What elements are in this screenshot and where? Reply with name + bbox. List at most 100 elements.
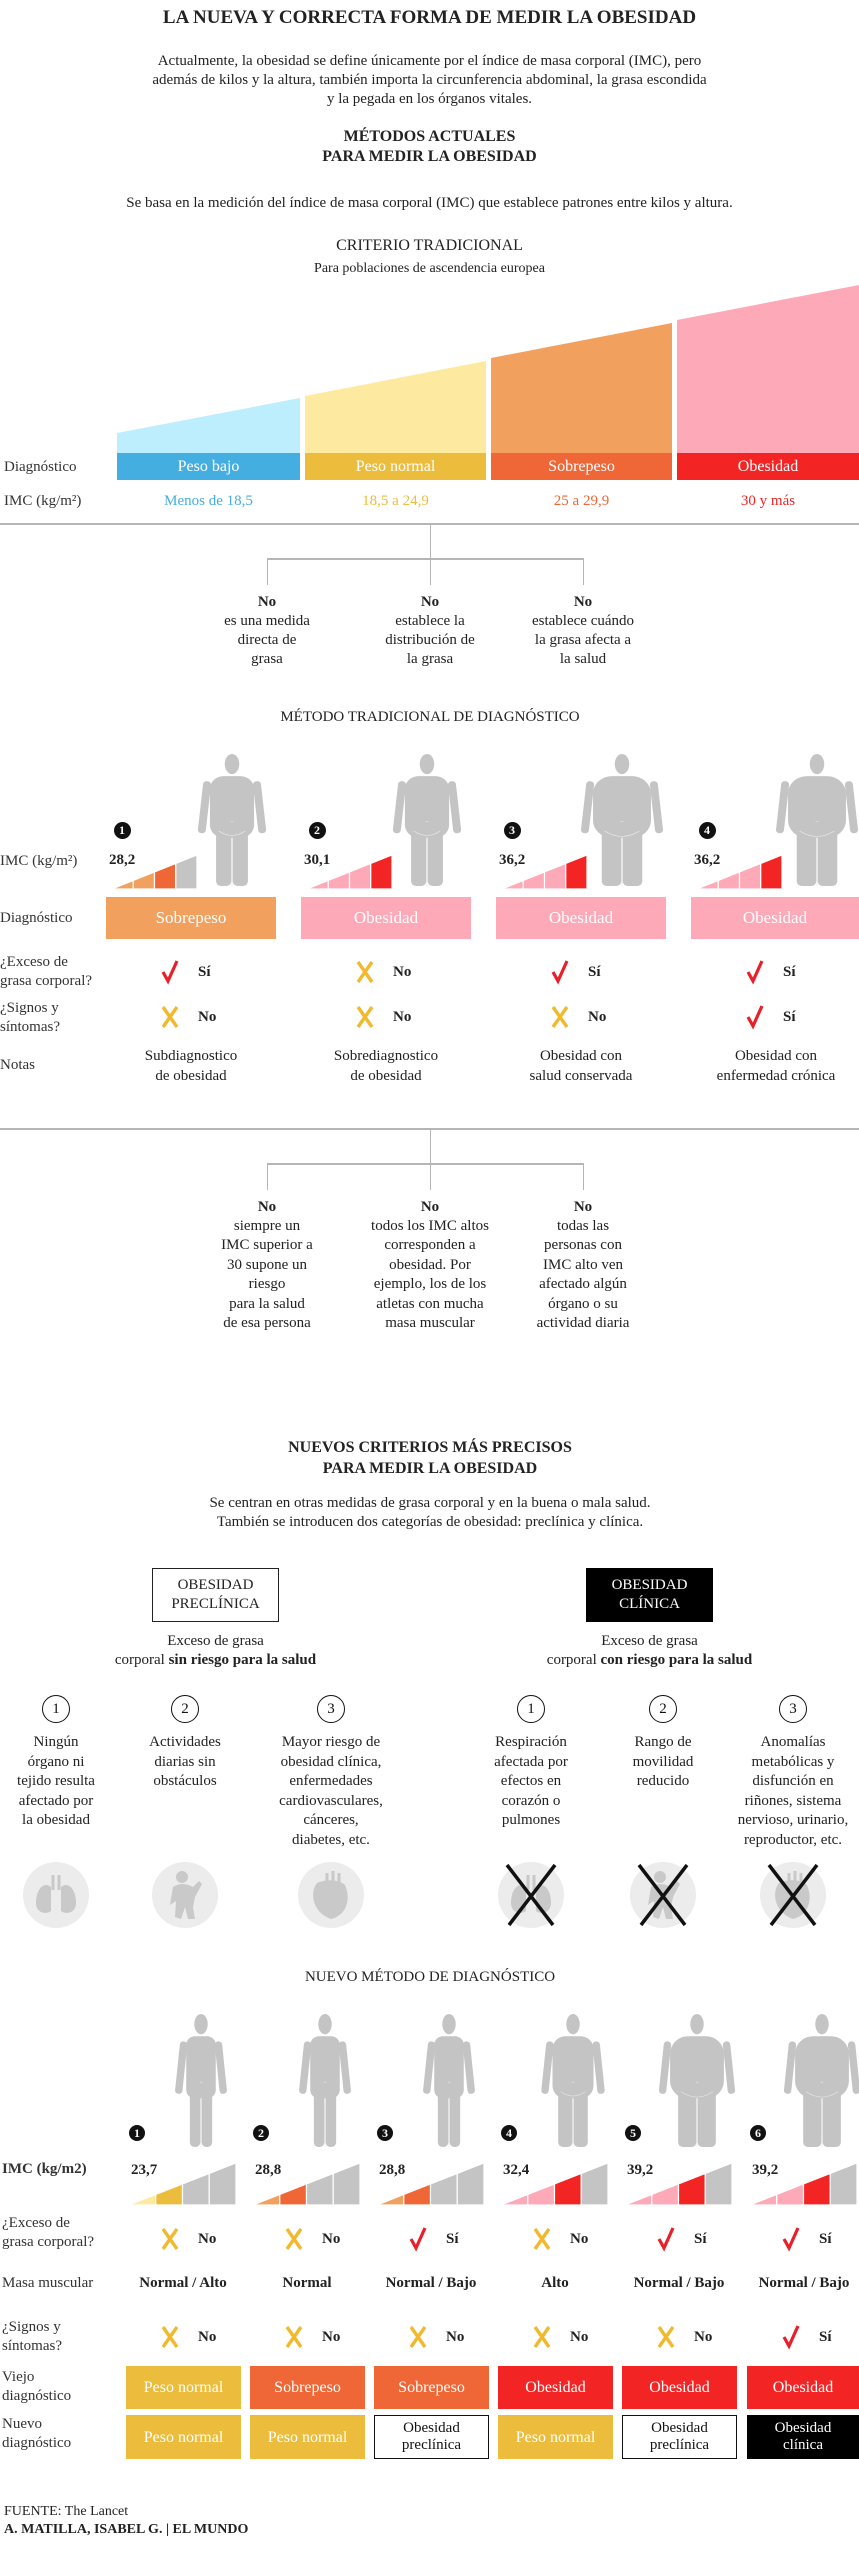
criterion-text: movilidad <box>632 1753 694 1770</box>
limitation-text: corresponden a <box>384 1237 476 1254</box>
new-diagnosis-box: Peso normal <box>250 2415 365 2459</box>
limitation-text: ejemplo, los de los <box>373 1276 487 1293</box>
limitation-text: órgano o su <box>548 1295 618 1312</box>
row-label-exceso: grasa corporal? <box>2 2234 95 2250</box>
row-label-diagnostico: Diagnóstico <box>4 459 77 475</box>
category-label: Obesidad <box>677 453 859 480</box>
old-diagnosis-box: Sobrepeso <box>250 2366 365 2409</box>
criterion-text: Anomalías <box>760 1734 826 1750</box>
bmi-ramp-segment <box>543 862 567 890</box>
signos-answer: No <box>446 2329 465 2345</box>
bmi-ramp <box>128 2162 237 2206</box>
category-description-text: corporal <box>546 1652 601 1668</box>
category-shape <box>117 398 300 453</box>
connector-line <box>430 523 431 558</box>
diagnosis-text: Peso normal <box>143 2428 224 2446</box>
check-icon <box>782 2325 800 2350</box>
section-title: PARA MEDIR LA OBESIDAD <box>322 148 537 165</box>
bmi-ramp-segment <box>111 879 134 890</box>
section-title: PARA MEDIR LA OBESIDAD <box>322 1460 538 1477</box>
masa-muscular-value: Normal / Bajo <box>758 2275 850 2291</box>
lungs-icon <box>23 1862 89 1928</box>
bmi-ramp-segment <box>181 2172 210 2206</box>
limitation-text: personas con <box>544 1237 622 1254</box>
category-description: corporal con riesgo para la salud <box>490 1651 810 1670</box>
limitation-text: actividad diaria <box>536 1315 630 1331</box>
cross-icon <box>551 1006 569 1028</box>
bmi-ramp <box>376 2162 485 2206</box>
figure-slim-icon <box>175 2014 227 2147</box>
bmi-ramp-segment <box>327 871 351 890</box>
criterio-subtitle: Para poblaciones de ascendencia europea <box>314 261 545 276</box>
limitation-text: establece cuándo <box>531 613 635 629</box>
limitation-text: la grasa <box>406 651 454 667</box>
exceso-answer: No <box>570 2231 589 2247</box>
cross-icon <box>356 961 374 983</box>
bmi-ramp-segment <box>403 2183 432 2206</box>
case-note: Subdiagnostico <box>144 1048 238 1064</box>
bmi-ramp-segment <box>429 2172 458 2206</box>
diagnosis-text: Obesidad <box>774 2420 832 2436</box>
case-note: salud conservada <box>529 1068 633 1084</box>
bmi-ramp-segment <box>376 2193 405 2206</box>
check-icon <box>657 2227 675 2252</box>
bmi-ramp-segment <box>802 2172 831 2206</box>
case-note: Obesidad con <box>734 1048 818 1064</box>
bmi-ramp <box>500 2162 609 2206</box>
bmi-ramp-segment <box>252 2193 281 2206</box>
cross-icon <box>161 1006 179 1028</box>
bmi-ramp-segment <box>332 2162 361 2206</box>
imc-value: 28,8 <box>379 2162 406 2178</box>
limitation-text: afectado algún <box>539 1276 627 1293</box>
limitation-text: riesgo <box>248 1276 286 1293</box>
connector-line <box>583 558 584 585</box>
bmi-ramp <box>111 854 198 890</box>
connector-line <box>0 1128 859 1130</box>
section-description: Se centran en otras medidas de grasa cor… <box>209 1495 651 1511</box>
limitation-text: es una medida <box>224 613 310 629</box>
bmi-ramp-segment <box>704 2162 733 2206</box>
criterion-text: órgano ni <box>27 1753 85 1770</box>
number-badge: 1 <box>129 2125 145 2141</box>
criterion-text: afectado por <box>18 1792 94 1809</box>
bmi-ramp-segment <box>305 2172 334 2206</box>
number-badge: 1 <box>42 1695 70 1723</box>
row-label-exceso: ¿Exceso de <box>0 954 68 970</box>
bmi-ramp-segment <box>565 854 588 890</box>
bmi-ramp-segment <box>348 862 372 890</box>
row-label-nuevo: Nuevo <box>2 2416 42 2432</box>
criterio-title: CRITERIO TRADICIONAL <box>336 237 523 254</box>
diagnosis-box: Sobrepeso <box>106 897 276 939</box>
bmi-ramp-segment <box>279 2183 308 2206</box>
row-label-nuevo: diagnóstico <box>2 2435 72 2451</box>
bmi-ramp-segment <box>522 871 546 890</box>
criterion-text: obesidad clínica, <box>280 1753 382 1770</box>
criterion-text: Respiración <box>495 1734 567 1750</box>
intro-line: Actualmente, la obesidad se define única… <box>157 53 702 69</box>
criterion-text: la obesidad <box>22 1812 90 1828</box>
exceso-answer: No <box>322 2231 341 2247</box>
limitation-no: No <box>573 594 593 610</box>
connector-line <box>267 558 268 585</box>
credit-text: A. MATILLA, ISABEL G. | EL MUNDO <box>4 2522 249 2537</box>
crossed-out-icon <box>637 1863 689 1927</box>
category-label: Peso bajo <box>117 453 300 480</box>
number-badge: 3 <box>503 821 521 839</box>
figure-overweight-icon <box>197 754 267 886</box>
bmi-ramp <box>624 2162 733 2206</box>
imc-value: 32,4 <box>503 2162 530 2178</box>
old-diagnosis-box: Sobrepeso <box>374 2366 489 2409</box>
criterion-text: diarias sin <box>154 1753 216 1770</box>
number-badge: 2 <box>171 1695 199 1723</box>
figure-obese-icon <box>776 754 858 886</box>
number-badge: 2 <box>308 821 326 839</box>
category-box-line: CLÍNICA <box>619 1596 680 1612</box>
diagnosis-text: Obesidad <box>403 2420 460 2436</box>
bmi-ramp-segment <box>717 871 741 890</box>
criterion-text: riñones, sistema <box>744 1792 842 1809</box>
category-description: corporal sin riesgo para la salud <box>56 1651 376 1670</box>
figure-overweight-icon <box>541 2014 605 2147</box>
category-box-line: OBESIDAD <box>177 1577 254 1593</box>
cross-icon <box>409 2326 427 2348</box>
bmi-ramp-segment <box>306 879 329 890</box>
